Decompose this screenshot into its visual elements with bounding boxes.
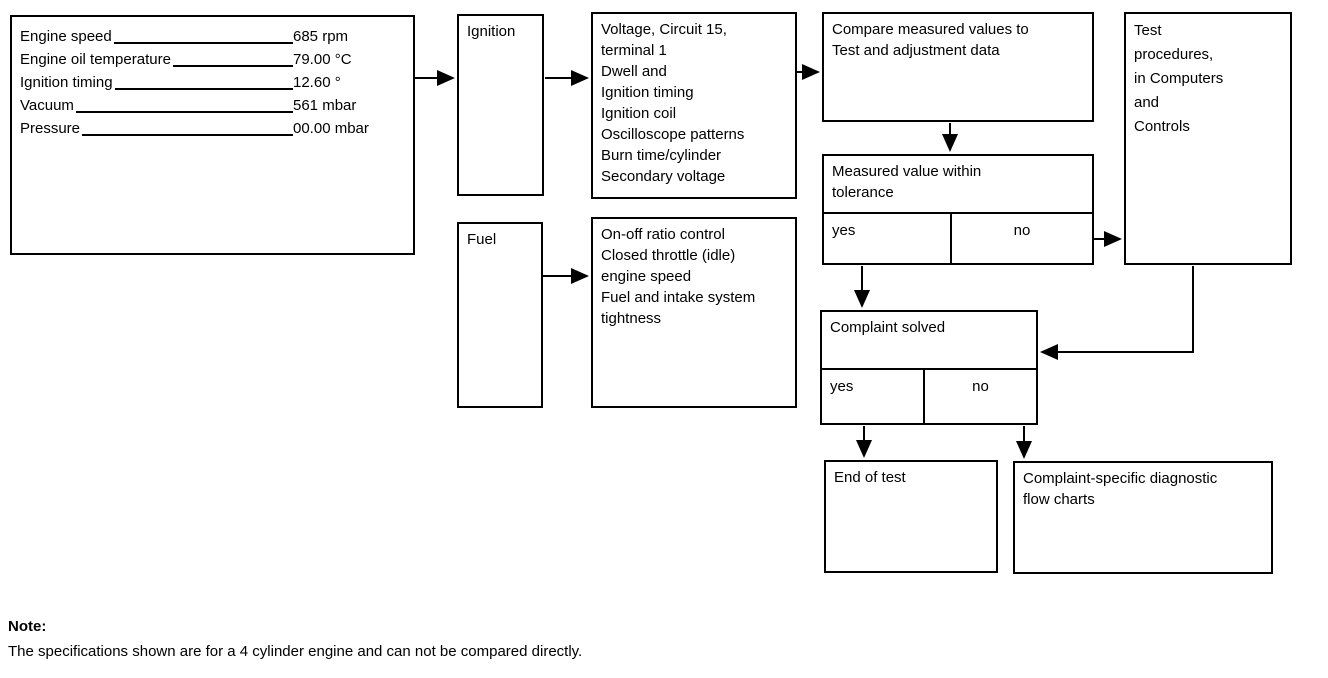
tolerance-title-line: tolerance [832,184,894,201]
spec-label: Pressure [20,120,81,137]
ignition-tests-line: Oscilloscope patterns [601,126,745,143]
ignition-label: Ignition [467,23,516,40]
end-of-test-label: End of test [834,469,906,486]
compare-box: Compare measured values to Test and adju… [822,12,1094,122]
spec-row: Engine speed 685 rpm [20,25,405,48]
fuel-label: Fuel [467,231,497,248]
spec-row: Vacuum 561 mbar [20,94,405,117]
ignition-tests-line: Ignition coil [601,105,677,122]
diagnostic-line: Complaint-specific diagnostic [1023,470,1218,487]
spec-value: 00.00 mbar [293,120,369,137]
spec-value: 685 rpm [293,28,349,45]
ignition-tests-box: Voltage, Circuit 15, terminal 1 Dwell an… [591,12,797,199]
spec-value: 561 mbar [293,97,357,114]
spec-leader-line [114,88,293,90]
end-of-test-box: End of test [824,460,998,573]
specs-box: Engine speed 685 rpm Engine oil temperat… [10,15,415,255]
ignition-box: Ignition [457,14,544,196]
test-procedures-line: and [1134,94,1160,111]
complaint-yes-cell: yes [822,370,925,423]
ignition-tests-line: Ignition timing [601,84,694,101]
spec-leader-line [82,134,293,136]
test-procedures-line: in Computers [1134,70,1224,87]
tolerance-no-cell: no [1013,222,1031,239]
fuel-tests-line: Fuel and intake system [601,289,756,306]
spec-label: Engine speed [20,28,112,45]
tolerance-yes-cell: yes [824,214,952,263]
ignition-tests-line: Secondary voltage [601,168,726,185]
complaint-title: Complaint solved [822,312,1036,370]
test-procedures-line: procedures, [1134,46,1214,63]
diagnostic-line: flow charts [1023,491,1095,508]
fuel-box: Fuel [457,222,543,408]
note-title: Note: [8,618,47,635]
spec-value: 79.00 °C [293,51,352,68]
spec-label: Ignition timing [20,74,113,91]
spec-leader-line [75,111,293,113]
complaint-yes-no-row: yes no [822,370,1036,423]
complaint-decision-box: Complaint solved yes no [820,310,1038,425]
spec-leader-line [113,42,293,44]
ignition-tests-line: Dwell and [601,63,667,80]
tolerance-yes-no-row: yes no [824,214,1092,263]
fuel-tests-line: tightness [601,310,662,327]
spec-row: Pressure 00.00 mbar [20,117,405,140]
spec-row: Ignition timing 12.60 ° [20,71,405,94]
spec-row: Engine oil temperature 79.00 °C [20,48,405,71]
fuel-tests-box: On-off ratio control Closed throttle (id… [591,217,797,408]
spec-label: Vacuum [20,97,74,114]
compare-line: Test and adjustment data [832,42,1000,59]
diagnostic-flow-charts-box: Complaint-specific diagnostic flow chart… [1013,461,1273,574]
complaint-no-cell: no [972,378,989,395]
ignition-tests-line: Burn time/cylinder [601,147,722,164]
ignition-tests-line: terminal 1 [601,42,667,59]
spec-rows: Engine speed 685 rpm Engine oil temperat… [12,17,413,140]
test-procedures-line: Test [1134,22,1162,39]
note-text: The specifications shown are for a 4 cyl… [8,643,583,660]
fuel-tests-line: Closed throttle (idle) [601,247,736,264]
tolerance-title-line: Measured value within [832,163,982,180]
ignition-tests-line: Voltage, Circuit 15, [601,21,727,38]
fuel-tests-line: On-off ratio control [601,226,725,243]
tolerance-title: Measured value within tolerance [824,156,1092,214]
spec-label: Engine oil temperature [20,51,171,68]
spec-value: 12.60 ° [293,74,341,91]
spec-leader-line [172,65,293,67]
compare-line: Compare measured values to [832,21,1029,38]
tolerance-decision-box: Measured value within tolerance yes no [822,154,1094,265]
fuel-tests-line: engine speed [601,268,692,285]
arrow-test-procedures-to-complaint [1040,266,1194,360]
test-procedures-box: Test procedures, in Computers and Contro… [1124,12,1292,265]
test-procedures-line: Controls [1134,118,1190,135]
